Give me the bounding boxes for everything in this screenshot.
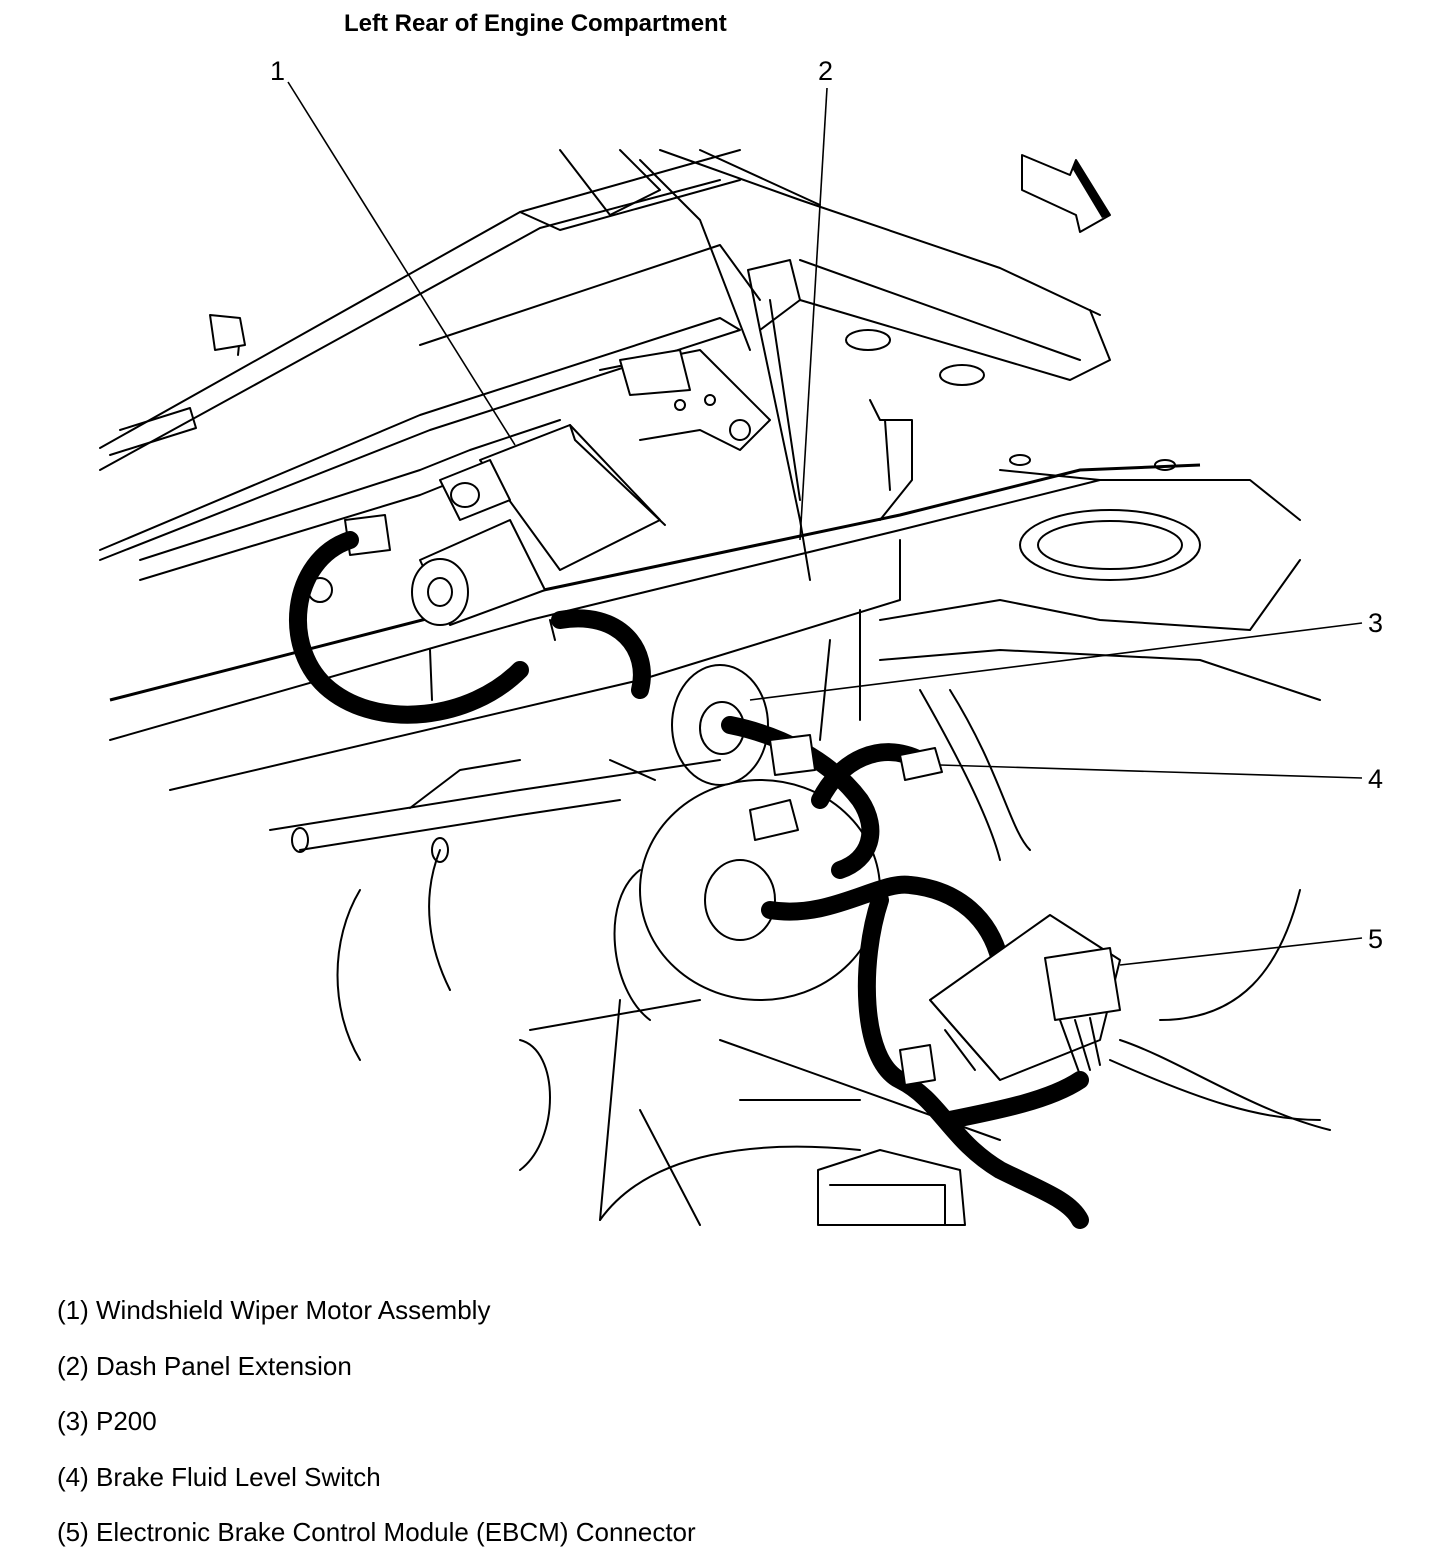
lower-engine-components <box>269 689 1331 1226</box>
legend-item-dash-panel-extension: (2) Dash Panel Extension <box>57 1350 352 1381</box>
cowl-panel <box>99 149 1176 561</box>
wiper-motor-assembly <box>139 314 771 626</box>
legend-item-brake-fluid-level-switch: (4) Brake Fluid Level Switch <box>57 1461 381 1492</box>
dash-panel-extension <box>109 299 1321 791</box>
callout-5: 5 <box>1368 924 1383 954</box>
callout-2: 2 <box>818 56 833 86</box>
engine-compartment-illustration: 1 2 3 4 5 <box>99 56 1383 1229</box>
callout-leaders <box>287 81 1363 966</box>
main-harness <box>721 716 1089 1229</box>
callout-3: 3 <box>1368 608 1383 638</box>
callout-4: 4 <box>1368 764 1383 794</box>
front-of-vehicle-arrow-icon <box>1021 154 1111 233</box>
brake-booster <box>609 664 881 1021</box>
legend-item-ebcm-connector: (5) Electronic Brake Control Module (EBC… <box>57 1517 696 1547</box>
legend-item-p200: (3) P200 <box>57 1406 157 1436</box>
wiper-harness <box>289 531 651 724</box>
ebcm-module <box>899 914 1121 1086</box>
diagram-title: Left Rear of Engine Compartment <box>344 10 727 37</box>
brake-fluid-level-switch <box>749 734 943 841</box>
component-legend: (1) Windshield Wiper Motor Assembly (2) … <box>57 1290 696 1568</box>
callout-1: 1 <box>270 56 285 86</box>
legend-item-wiper-motor: (1) Windshield Wiper Motor Assembly <box>57 1295 491 1325</box>
